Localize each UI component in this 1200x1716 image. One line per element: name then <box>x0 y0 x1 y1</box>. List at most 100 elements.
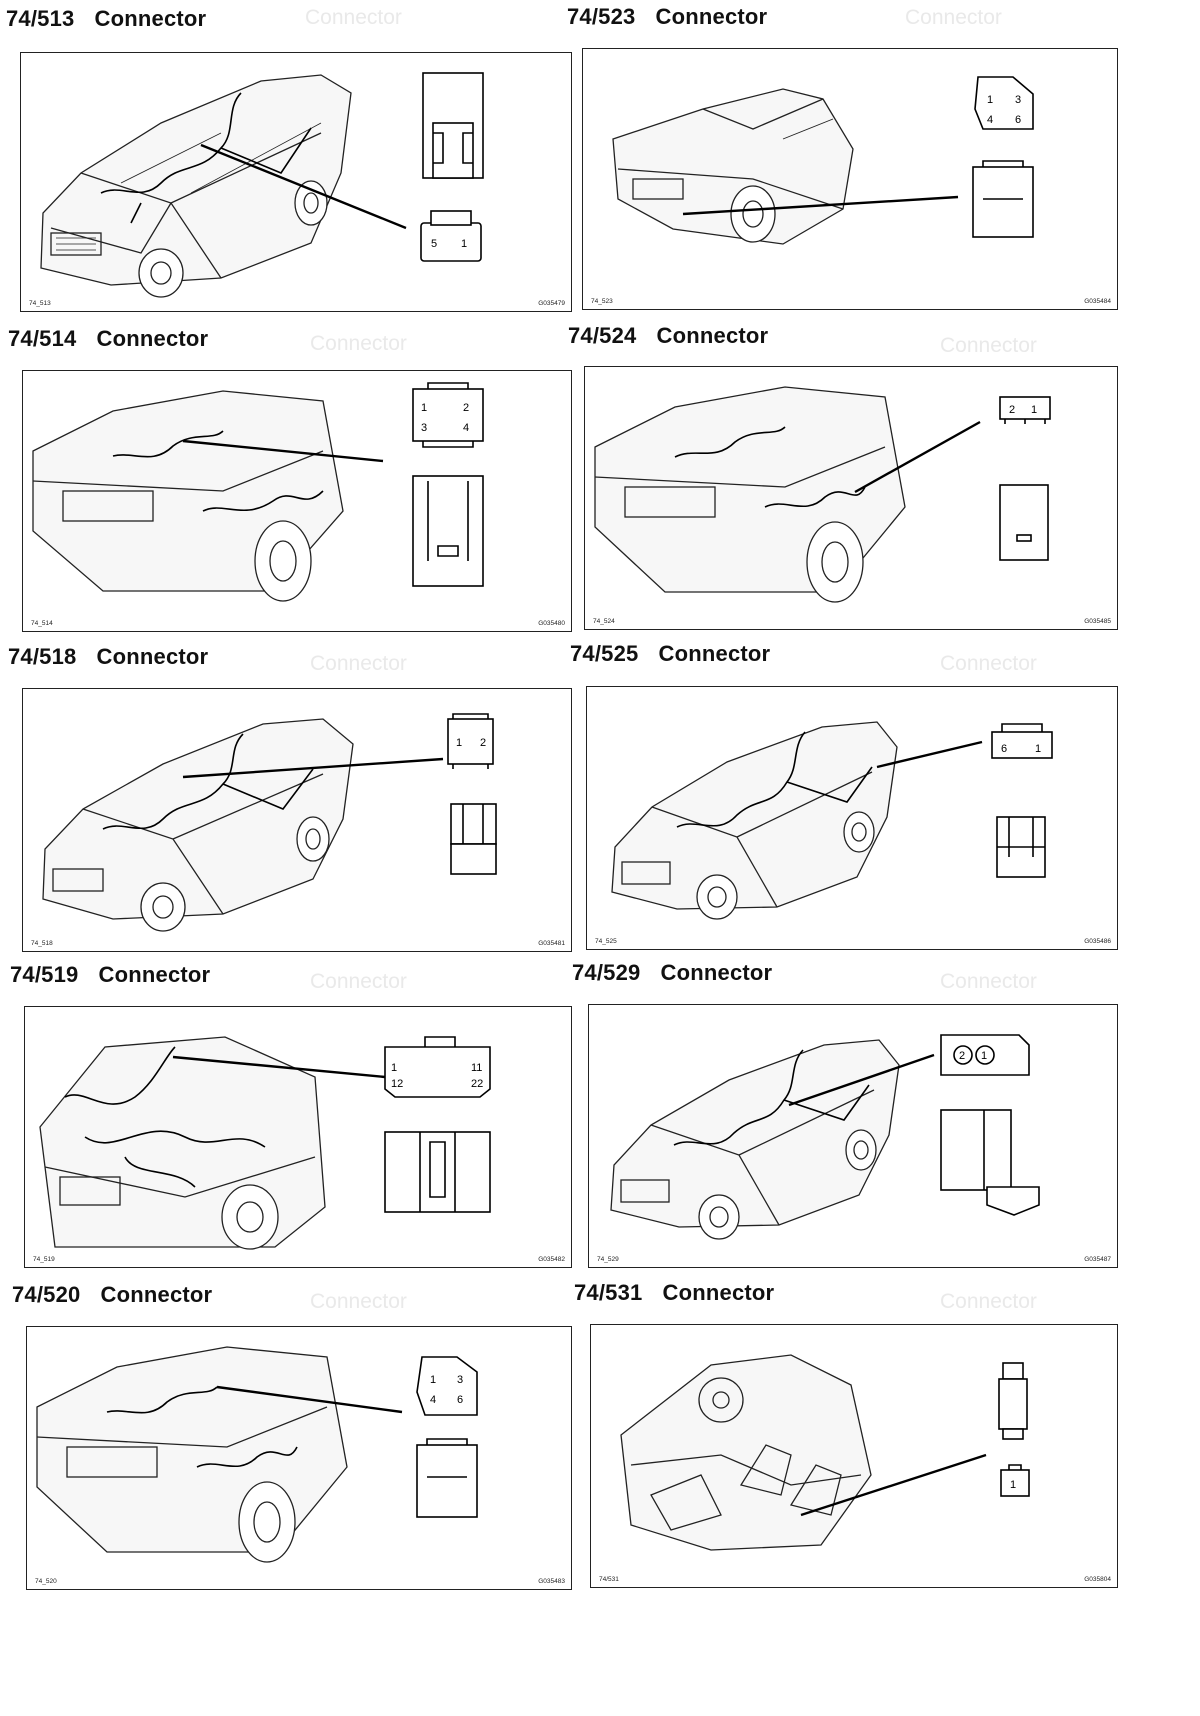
ghost-text: Connector <box>310 970 407 993</box>
ghost-text: Connector <box>940 970 1037 993</box>
ghost-text: Connector <box>940 334 1037 357</box>
connector-figure: 6 1 74_525 G035486 <box>586 686 1118 950</box>
ghost-text: Connector <box>940 652 1037 675</box>
figure-id: 74_514 <box>31 620 53 627</box>
drawing-number: G035804 <box>1084 1576 1111 1583</box>
connector-label: Connector <box>96 326 209 351</box>
connector-heading: 74/523 Connector <box>567 4 767 30</box>
connector-figure: 1 2 3 4 74_514 G035480 <box>22 370 572 632</box>
connector-figure: 1 3 4 6 74_520 G035483 <box>26 1326 572 1590</box>
connector-code: 74/524 <box>568 323 637 348</box>
car-front-view-illustration: 2 1 <box>610 1034 1040 1240</box>
ghost-text: Connector <box>310 652 407 675</box>
connector-heading: 74/529 Connector <box>572 960 772 986</box>
pin-label: 12 <box>391 1078 403 1090</box>
connector-figure: 2 1 74_524 G035485 <box>584 366 1118 630</box>
car-rear-view-illustration: 1 3 4 6 <box>612 76 1034 245</box>
pin-label: 6 <box>1001 743 1007 755</box>
car-front-view-illustration: 1 2 <box>42 713 497 932</box>
pin-label: 1 <box>391 1062 397 1074</box>
connector-code: 74/519 <box>10 962 79 987</box>
figure-id: 74/531 <box>599 1576 619 1583</box>
ghost-text: Connector <box>305 6 402 29</box>
drawing-number: G035481 <box>538 940 565 947</box>
drawing-number: G035483 <box>538 1578 565 1585</box>
figure-id: 74_519 <box>33 1256 55 1263</box>
pin-label: 1 <box>1010 1479 1016 1491</box>
pin-label: 1 <box>1031 404 1037 416</box>
car-front-view-illustration: 6 1 <box>611 721 1053 920</box>
pin-label: 3 <box>1015 94 1021 106</box>
pin-label: 4 <box>987 114 993 126</box>
pin-label: 3 <box>457 1374 463 1386</box>
pin-label: 1 <box>421 402 427 414</box>
drawing-number: G035479 <box>538 300 565 307</box>
car-rear-view-illustration: 2 1 <box>594 386 1051 603</box>
connector-code: 74/520 <box>12 1282 81 1307</box>
pin-label: 1 <box>1035 743 1041 755</box>
connector-heading: 74/520 Connector <box>12 1282 212 1308</box>
figure-id: 74_523 <box>591 298 613 305</box>
connector-heading: 74/513 Connector <box>6 6 206 32</box>
pin-label: 22 <box>471 1078 483 1090</box>
pin-label: 1 <box>461 238 467 250</box>
connector-heading: 74/519 Connector <box>10 962 210 988</box>
connector-figure: 1 3 4 6 74_523 G035484 <box>582 48 1118 310</box>
pin-label: 1 <box>981 1050 987 1062</box>
figure-id: 74_529 <box>597 1256 619 1263</box>
car-rear-view-illustration: 1 2 3 4 <box>32 382 484 602</box>
pin-label: 3 <box>421 422 427 434</box>
connector-code: 74/514 <box>8 326 77 351</box>
drawing-number: G035487 <box>1084 1256 1111 1263</box>
connector-code: 74/523 <box>567 4 636 29</box>
ghost-text: Connector <box>310 1290 407 1313</box>
engine-bay-illustration: 1 11 12 22 <box>39 1036 491 1250</box>
ghost-text: Connector <box>310 332 407 355</box>
connector-label: Connector <box>96 644 209 669</box>
connector-code: 74/529 <box>572 960 641 985</box>
pin-label: 5 <box>431 238 437 250</box>
connector-heading: 74/518 Connector <box>8 644 208 670</box>
pin-label: 2 <box>463 402 469 414</box>
connector-figure: 1 74/531 G035804 <box>590 1324 1118 1588</box>
drawing-number: G035485 <box>1084 618 1111 625</box>
pin-label: 1 <box>430 1374 436 1386</box>
connector-figure: 1 2 74_518 G035481 <box>22 688 572 952</box>
figure-id: 74_525 <box>595 938 617 945</box>
figure-id: 74_518 <box>31 940 53 947</box>
pin-label: 4 <box>430 1394 436 1406</box>
connector-code: 74/518 <box>8 644 77 669</box>
ghost-text: Connector <box>905 6 1002 29</box>
connector-figure: 5 1 74_513 G035479 <box>20 52 572 312</box>
ghost-text: Connector <box>940 1290 1037 1313</box>
pin-label: 4 <box>463 422 469 434</box>
connector-heading: 74/514 Connector <box>8 326 208 352</box>
drawing-number: G035486 <box>1084 938 1111 945</box>
car-interior-illustration: 1 <box>620 1354 1030 1551</box>
pin-label: 1 <box>456 737 462 749</box>
drawing-number: G035480 <box>538 620 565 627</box>
connector-label: Connector <box>655 4 768 29</box>
connector-label: Connector <box>94 6 207 31</box>
connector-figure: 2 1 74_529 G035487 <box>588 1004 1118 1268</box>
pin-label: 2 <box>959 1050 965 1062</box>
connector-label: Connector <box>658 641 771 666</box>
pin-label: 6 <box>457 1394 463 1406</box>
drawing-number: G035482 <box>538 1256 565 1263</box>
connector-label: Connector <box>660 960 773 985</box>
figure-id: 74_513 <box>29 300 51 307</box>
car-front-view-illustration: 5 1 <box>40 72 484 298</box>
pin-label: 2 <box>480 737 486 749</box>
drawing-number: G035484 <box>1084 298 1111 305</box>
pin-label: 6 <box>1015 114 1021 126</box>
pin-label: 11 <box>471 1062 482 1074</box>
figure-id: 74_520 <box>35 1578 57 1585</box>
connector-label: Connector <box>98 962 211 987</box>
connector-heading: 74/524 Connector <box>568 323 768 349</box>
connector-code: 74/513 <box>6 6 75 31</box>
connector-code: 74/531 <box>574 1280 643 1305</box>
connector-label: Connector <box>656 323 769 348</box>
connector-label: Connector <box>100 1282 213 1307</box>
